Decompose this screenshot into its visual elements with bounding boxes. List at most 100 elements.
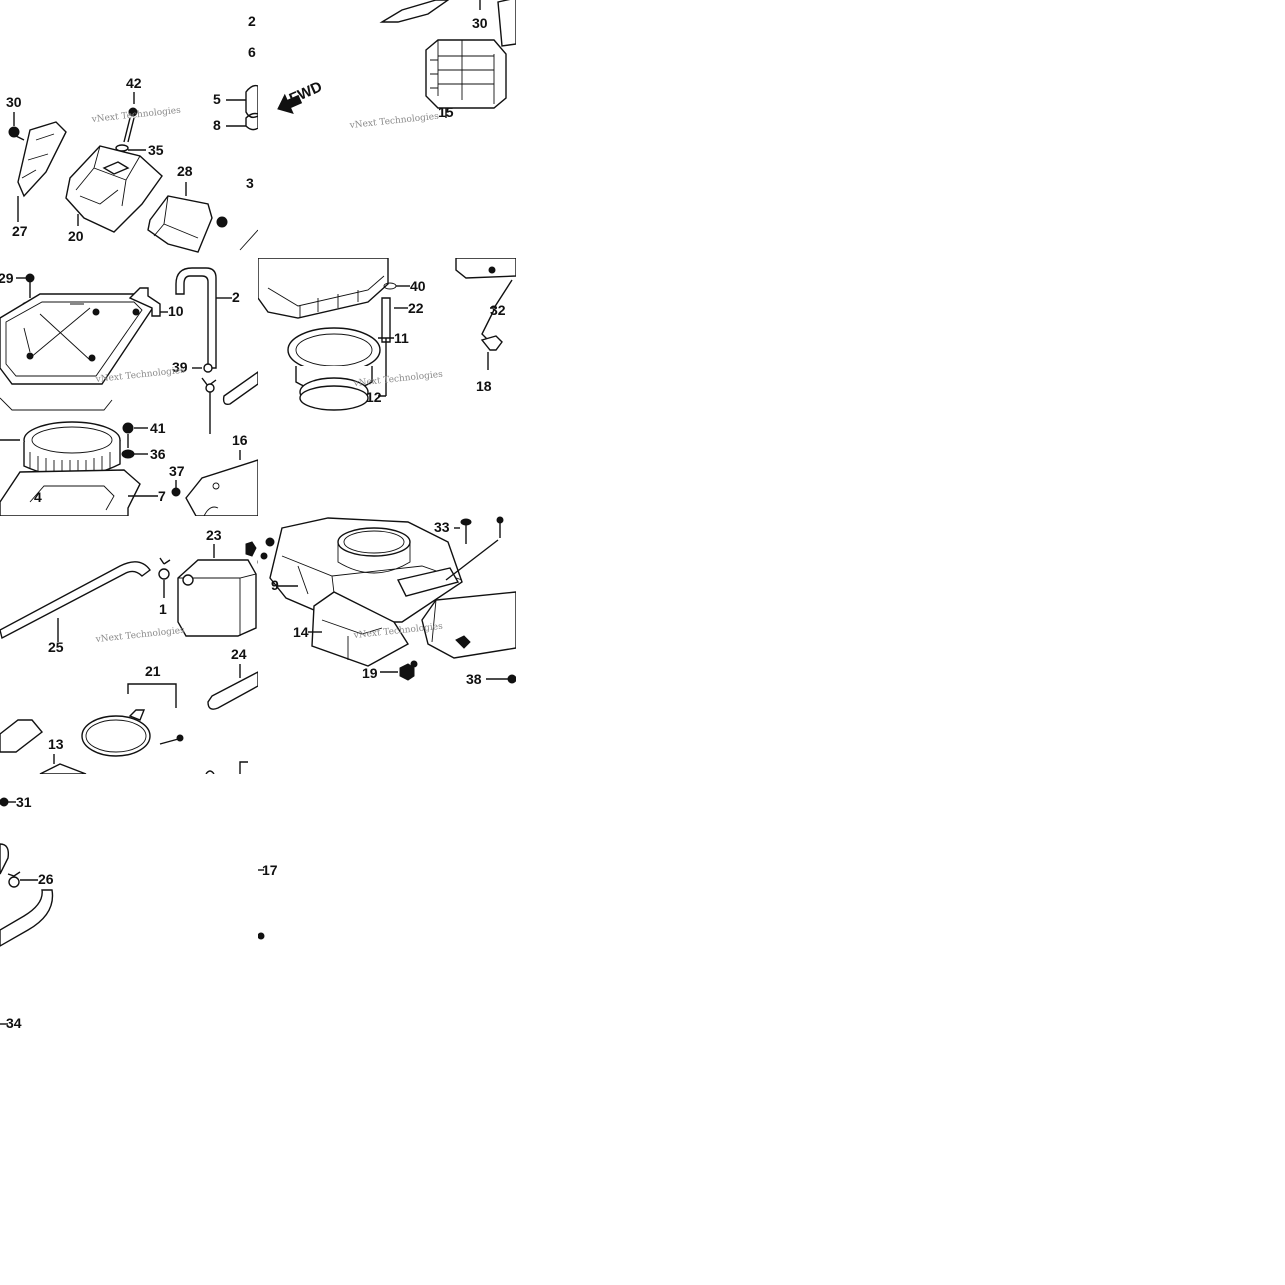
bolt-33-icon bbox=[460, 518, 472, 544]
bolt-small-icon bbox=[260, 537, 275, 560]
part-label-9: 9 bbox=[271, 577, 279, 593]
part-label-41: 41 bbox=[150, 420, 166, 436]
diagram-tile-middle-left: 29 10 2 39 bbox=[0, 258, 258, 516]
part-label-33: 33 bbox=[434, 519, 450, 535]
part-label-10: 10 bbox=[168, 303, 184, 319]
part-label-24: 24 bbox=[231, 646, 247, 662]
part-label-29: 29 bbox=[0, 270, 14, 286]
watermark-text: vNext Technologies bbox=[348, 112, 439, 131]
part-label-12: 12 bbox=[366, 389, 382, 405]
part-label-26: 26 bbox=[38, 871, 54, 887]
bolt-41-icon bbox=[122, 422, 134, 448]
bolt-42-icon bbox=[115, 92, 138, 152]
part-label-21: 21 bbox=[145, 663, 161, 679]
clamp-19-icon bbox=[399, 660, 418, 681]
part-label-40: 40 bbox=[410, 278, 426, 294]
intake-boot-11 bbox=[287, 327, 381, 411]
reservoir-23 bbox=[177, 559, 257, 637]
drain-tube-22 bbox=[381, 297, 391, 343]
bracket-shape bbox=[379, 0, 450, 23]
hose-clip-39-icon bbox=[201, 363, 217, 434]
clamp-18-shape bbox=[480, 335, 503, 351]
tile-c-svg: 29 10 2 39 bbox=[0, 267, 258, 516]
part-label-42: 42 bbox=[126, 75, 142, 91]
part-label-13: 13 bbox=[48, 736, 64, 752]
bolt-29-icon bbox=[25, 273, 35, 298]
short-hose-shape bbox=[222, 371, 258, 406]
clip-1-icon bbox=[158, 557, 171, 598]
gasket-16-shape bbox=[185, 459, 258, 516]
lower-frame-14 bbox=[311, 591, 409, 667]
nut-37-icon bbox=[171, 480, 181, 497]
bolt-top-right-icon bbox=[496, 516, 504, 538]
fwd-label: FWD bbox=[287, 78, 325, 107]
bolt-31-icon bbox=[0, 797, 9, 807]
bolt-30-icon bbox=[8, 112, 25, 141]
watermark-text: vNext Technologies bbox=[94, 626, 185, 645]
part-label-23: 23 bbox=[206, 527, 222, 543]
part-label-3: 3 bbox=[246, 175, 254, 191]
bracket-13-shape bbox=[0, 719, 44, 753]
filter-element bbox=[23, 421, 121, 478]
drain-hose-26 bbox=[0, 889, 54, 947]
tile-h-svg: 17 bbox=[258, 862, 278, 940]
part-label-28: 28 bbox=[177, 163, 193, 179]
part-label-27: 27 bbox=[12, 223, 28, 239]
housing-edge-shape bbox=[0, 843, 10, 875]
part-label-4: 4 bbox=[34, 489, 42, 505]
fwd-arrow-icon bbox=[277, 93, 303, 114]
part-label-15: 15 bbox=[438, 104, 454, 120]
screw-38-icon bbox=[507, 674, 516, 684]
cover-edge-shape bbox=[245, 84, 258, 131]
part-label-32: 32 bbox=[490, 302, 506, 318]
upper-cover-edge bbox=[455, 258, 516, 279]
tile-f-svg: 9 33 14 19 bbox=[260, 516, 516, 687]
air-box-housing-9 bbox=[269, 517, 463, 623]
part-label-39: 39 bbox=[172, 359, 188, 375]
part-label-2: 2 bbox=[232, 289, 240, 305]
part-label-1: 1 bbox=[159, 601, 167, 617]
diagram-tile-top-right: 30 FWD 15 vNext Technologies bbox=[258, 0, 516, 258]
part-label-34: 34 bbox=[6, 1015, 22, 1031]
part-label-30: 30 bbox=[6, 94, 22, 110]
part-label-17: 17 bbox=[262, 862, 278, 878]
screw-icon bbox=[216, 216, 228, 228]
diagram-tile-bottom-left: 31 26 34 bbox=[0, 774, 258, 1032]
watermark-text: vNext Technologies bbox=[90, 106, 181, 125]
part-label-2: 2 bbox=[248, 13, 256, 29]
part-label-14: 14 bbox=[293, 624, 309, 640]
hose-clamp-21 bbox=[81, 709, 151, 757]
part-label-31: 31 bbox=[16, 794, 32, 810]
part-label-18: 18 bbox=[476, 378, 492, 394]
part-label-19: 19 bbox=[362, 665, 378, 681]
part-label-37: 37 bbox=[169, 463, 185, 479]
diagram-tile-lower-right: 9 33 14 19 bbox=[258, 516, 516, 774]
nut-icon bbox=[258, 932, 265, 940]
part-label-36: 36 bbox=[150, 446, 166, 462]
air-cleaner-cover bbox=[0, 293, 155, 411]
fitting-icon bbox=[245, 541, 258, 565]
hose-24-shape bbox=[207, 671, 258, 710]
upper-box-shape bbox=[258, 258, 389, 319]
part-label-7: 7 bbox=[158, 488, 166, 504]
tile-d-svg: 32 18 40 22 11 12 vNext Technologies bbox=[258, 258, 516, 411]
part-label-25: 25 bbox=[48, 639, 64, 655]
long-hose-25 bbox=[0, 561, 151, 640]
part-label-5: 5 bbox=[213, 91, 221, 107]
diagram-tile-top-left: 2 6 5 8 3 30 27 42 bbox=[0, 0, 258, 258]
part-label-8: 8 bbox=[213, 117, 221, 133]
tile-g-svg: 31 26 34 bbox=[0, 794, 54, 1031]
housing-edge-shape bbox=[497, 0, 516, 47]
clip-26-icon bbox=[7, 871, 21, 888]
diagram-tile-lower-left: 25 1 23 24 21 bbox=[0, 516, 258, 774]
intake-duct-27 bbox=[17, 121, 67, 198]
part-label-16: 16 bbox=[232, 432, 248, 448]
tile-a-svg: 2 6 5 8 3 30 27 42 bbox=[6, 13, 258, 253]
part-label-11: 11 bbox=[394, 330, 409, 346]
tile-e-svg: 25 1 23 24 21 bbox=[0, 527, 258, 774]
part-label-30: 30 bbox=[472, 15, 488, 31]
part-label-20: 20 bbox=[68, 228, 84, 244]
part-label-6: 6 bbox=[248, 44, 256, 60]
side-cover-28 bbox=[147, 195, 213, 253]
